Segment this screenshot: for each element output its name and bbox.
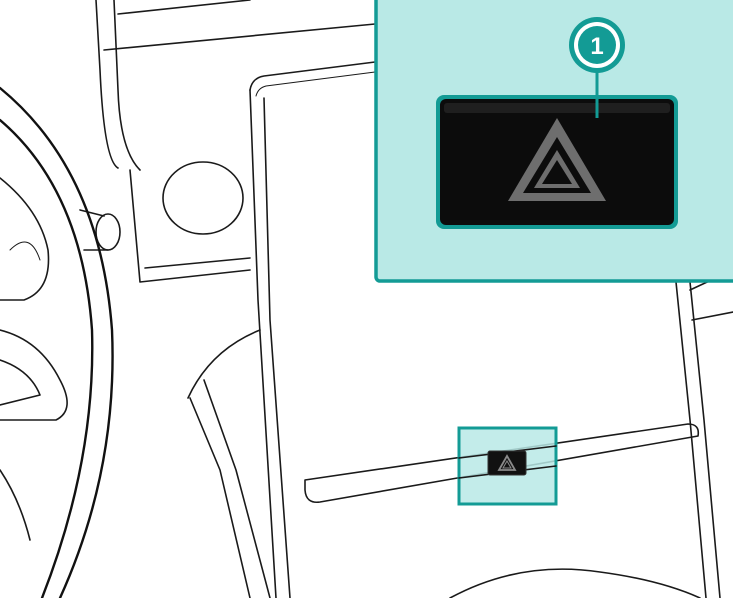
air-vent bbox=[162, 161, 244, 235]
callout-number-badge: 1 bbox=[569, 17, 625, 73]
hazard-button-enlarged bbox=[436, 95, 678, 229]
steering-wheel bbox=[0, 86, 114, 598]
hazard-inset-panel: 1 bbox=[374, 0, 733, 283]
hazard-warning-triangle-icon bbox=[508, 118, 606, 201]
callout-number: 1 bbox=[590, 33, 603, 60]
hazard-location-highlight bbox=[457, 426, 558, 506]
hazard-button-small bbox=[487, 450, 527, 476]
